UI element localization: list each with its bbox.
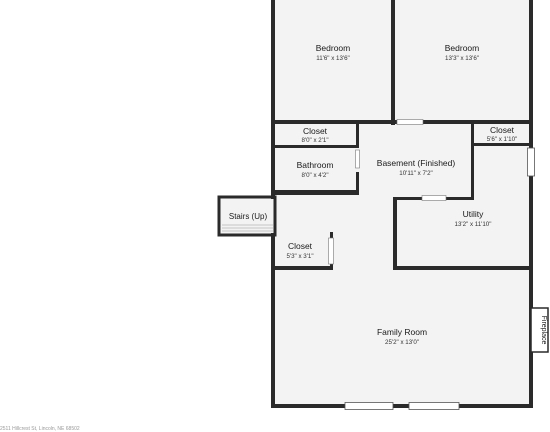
fireplace-label: Fireplace: [540, 316, 547, 345]
room-bedroom-left[interactable]: Bedroom 11'6" x 13'6": [316, 43, 351, 62]
room-closet-lower[interactable]: Closet 5'3" x 3'1": [286, 241, 313, 260]
room-dimensions: 8'0" x 2'1": [301, 137, 328, 144]
room-basement[interactable]: Basement (Finished) 10'11" x 7'2": [377, 158, 456, 177]
room-name: Utility: [463, 209, 485, 219]
stairs[interactable]: Stairs (Up): [217, 195, 277, 237]
room-dimensions: 11'6" x 13'6": [316, 55, 349, 62]
room-dimensions: 13'3" x 13'6": [445, 55, 479, 62]
room-closet-top-right[interactable]: Closet 5'6" x 1'10": [487, 125, 518, 143]
room-name: Closet: [490, 125, 515, 135]
room-name: Bedroom: [316, 43, 351, 53]
stairs-label: Stairs (Up): [229, 212, 268, 221]
room-bathroom[interactable]: Bathroom 8'0" x 4'2": [297, 160, 334, 179]
room-dimensions: 8'0" x 4'2": [301, 172, 328, 179]
room-name: Closet: [288, 241, 313, 251]
room-dimensions: 13'2" x 11'10": [455, 221, 492, 228]
room-name: Closet: [303, 126, 328, 136]
room-dimensions: 5'6" x 1'10": [487, 136, 518, 143]
room-utility[interactable]: Utility 13'2" x 11'10": [455, 209, 492, 228]
room-dimensions: 5'3" x 3'1": [286, 253, 313, 260]
room-closet-top-left[interactable]: Closet 8'0" x 2'1": [301, 126, 328, 144]
room-name: Basement (Finished): [377, 158, 456, 168]
room-name: Bathroom: [297, 160, 334, 170]
room-bedroom-right[interactable]: Bedroom 13'3" x 13'6": [445, 43, 480, 62]
room-family-room[interactable]: Family Room 25'2" x 13'0": [377, 327, 427, 346]
room-name: Family Room: [377, 327, 427, 337]
fireplace: Fireplace: [530, 307, 549, 353]
room-dimensions: 10'11" x 7'2": [399, 170, 432, 177]
doors: [328, 119, 447, 265]
outer-walls: [271, 0, 533, 408]
windows: [344, 147, 535, 410]
room-name: Bedroom: [445, 43, 480, 53]
address-footer: 2511 Hillcrest St, Lincoln, NE 68502: [0, 426, 80, 432]
room-dimensions: 25'2" x 13'0": [385, 339, 419, 346]
